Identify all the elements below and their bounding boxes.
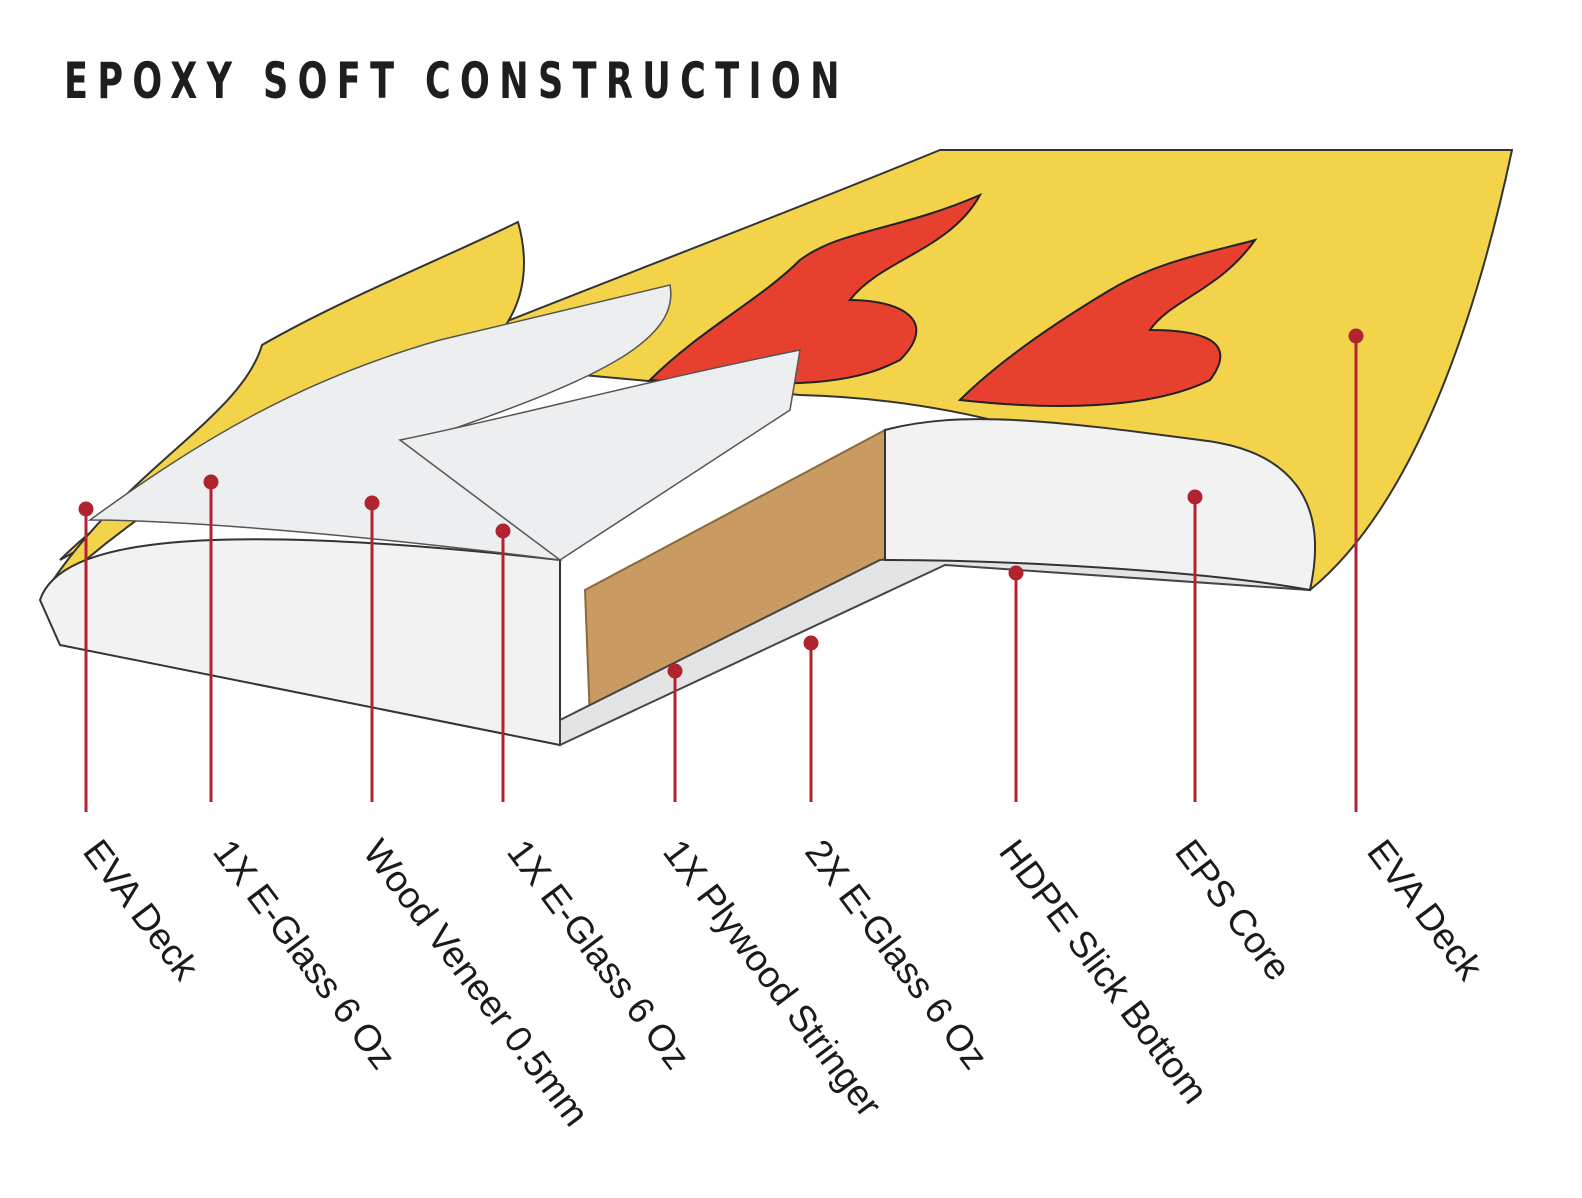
callout-lines <box>78 328 1364 812</box>
eps-core-left <box>38 538 561 747</box>
flame-graphics <box>647 192 1258 407</box>
glass-layers <box>87 284 801 562</box>
eps-core-right <box>884 418 1316 592</box>
diagram-title: EPOXY SOFT CONSTRUCTION <box>64 52 849 110</box>
